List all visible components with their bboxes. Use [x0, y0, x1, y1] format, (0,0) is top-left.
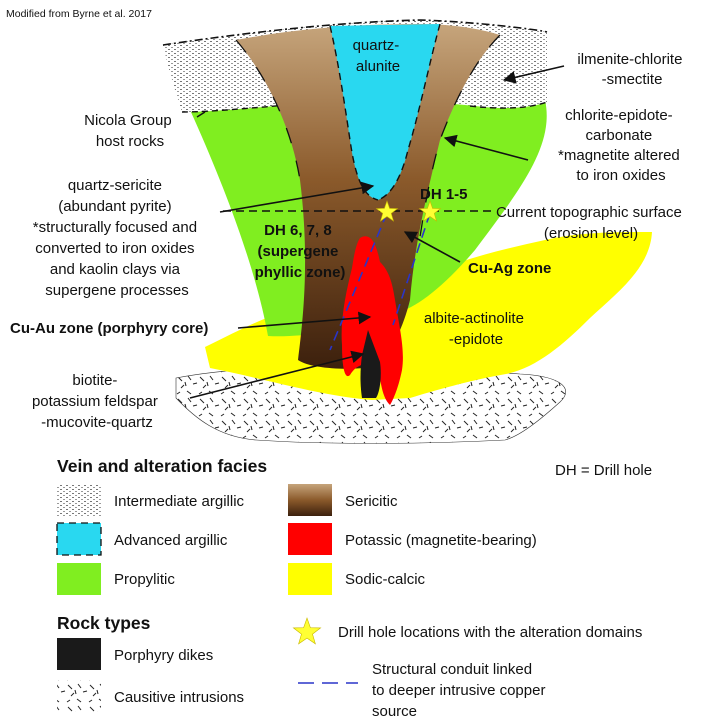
legend-label-intermediate: Intermediate argillic [114, 493, 245, 510]
intermediate-argillic-base-line-right [469, 101, 548, 109]
legend-label-conduit: Structural conduit linked to deeper intr… [372, 661, 550, 720]
arrow-quartz-sericite [219, 181, 375, 213]
arrow-ilmenite [502, 65, 565, 84]
legend-label-potassic: Potassic (magnetite-bearing) [345, 532, 537, 549]
legend-label-dikes: Porphyry dikes [114, 647, 213, 664]
advanced-argillic-zone [330, 24, 440, 200]
legend-swatch-sodic [288, 563, 332, 595]
legend-label-sericitic: Sericitic [345, 493, 398, 510]
credit-text: Modified from Byrne et al. 2017 [6, 8, 152, 20]
legend-label-sodic: Sodic-calcic [345, 571, 426, 588]
legend-swatch-dikes [57, 638, 101, 670]
legend-vein-title: Vein and alteration facies [57, 456, 267, 476]
arrow-chlorite [443, 134, 529, 161]
label-cuau: Cu-Au zone (porphyry core) [10, 320, 208, 337]
leader-nicola [196, 111, 206, 118]
intermediate-argillic-top-line [162, 19, 548, 46]
legend-swatch-propylitic [57, 563, 101, 595]
label-nicola: Nicola Group host rocks [84, 112, 176, 150]
legend-rock-title: Rock types [57, 613, 151, 633]
legend-dh-note: DH = Drill hole [555, 462, 652, 479]
drill-hole-star-dh15 [418, 200, 442, 222]
label-dh678: DH 6, 7, 8 (supergene phyllic zone) [255, 222, 346, 281]
label-albite: albite-actinolite -epidote [424, 310, 528, 348]
legend-swatch-intermediate [57, 484, 101, 516]
legend-swatch-potassic [288, 523, 332, 555]
label-quartz-sericite: quartz-sericite (abundant pyrite) *struc… [33, 177, 201, 299]
advanced-argillic-right-dash [377, 23, 441, 201]
arrow-biotite [189, 350, 365, 399]
legend-label-advanced: Advanced argillic [114, 532, 228, 549]
legend-swatch-sericitic [288, 484, 332, 516]
label-dh15: DH 1-5 [420, 186, 468, 203]
legend-label-intrusions: Causitive intrusions [114, 689, 244, 706]
legend-drill-star-icon [292, 617, 322, 645]
legend-swatch-advanced-border [56, 522, 102, 556]
structural-conduit-right [392, 212, 431, 326]
porphyry-dike-shape [360, 330, 381, 398]
label-chlorite: chlorite-epidote- carbonate *magnetite a… [558, 107, 684, 184]
sericitic-zone [236, 24, 500, 369]
label-biotite: biotite- potassium feldspar -mucovite-qu… [32, 372, 162, 431]
label-ilmenite: ilmenite-chlorite -smectite [577, 51, 686, 88]
legend-swatch-advanced [57, 523, 101, 555]
label-cuag: Cu-Ag zone [468, 260, 551, 277]
arrow-cuau [237, 311, 372, 329]
label-quartz-alunite: quartz- alunite [353, 37, 404, 75]
sericitic-left-dash [235, 39, 301, 181]
drill-hole-star-dh678 [375, 200, 399, 222]
legend-label-drill: Drill hole locations with the alteration… [338, 624, 642, 641]
structural-conduit-left [329, 212, 388, 351]
arrow-cuag [403, 231, 461, 263]
legend-swatch-intrusions [57, 680, 101, 712]
label-topographic: Current topographic surface (erosion lev… [496, 204, 686, 242]
legend-label-propylitic: Propylitic [114, 571, 175, 588]
